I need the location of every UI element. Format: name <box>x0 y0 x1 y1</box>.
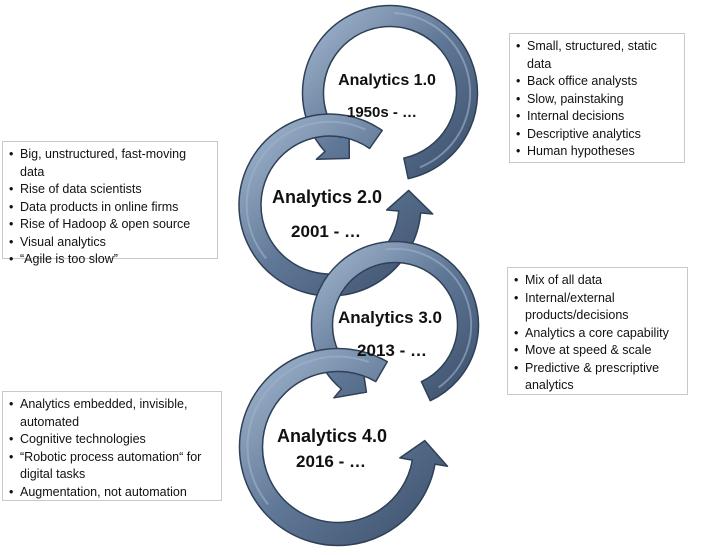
era-2-bullet: Data products in online firms <box>9 199 211 217</box>
era-1-bullet: Back office analysts <box>516 73 678 91</box>
era-4-bullet: Cognitive technologies <box>9 431 215 449</box>
era-1-characteristics-box: Small, structured, static data Back offi… <box>509 33 685 163</box>
arrow-2-highlight <box>245 120 366 260</box>
era-1-bullet: Descriptive analytics <box>516 126 678 144</box>
era-3-characteristics-box: Mix of all data Internal/external produc… <box>507 267 688 395</box>
era-1-title: Analytics 1.0 <box>338 72 436 89</box>
era-2-bullet: Rise of data scientists <box>9 181 211 199</box>
arrow-3 <box>310 240 480 402</box>
era-2-bullet: “Agile is too slow” <box>9 251 211 269</box>
curved-arrows <box>238 4 480 547</box>
era-1-years: 1950s - … <box>346 104 418 121</box>
era-3-title: Analytics 3.0 <box>338 308 442 327</box>
era-2-characteristics-box: Big, unstructured, fast-moving data Rise… <box>2 141 218 268</box>
arrow-1 <box>301 4 479 180</box>
era-3-bullet: Internal/external products/decisions <box>514 290 681 325</box>
era-3-bullet: Predictive & prescriptive analytics <box>514 360 681 395</box>
arrow-3-highlight <box>385 247 473 389</box>
era-2-bullet: Rise of Hadoop & open source <box>9 216 211 234</box>
era-1-bullet: Small, structured, static data <box>516 38 678 73</box>
era-4-bullet: Analytics embedded, invisible, automated <box>9 396 215 431</box>
era-4-bullet: Augmentation, not automation <box>9 484 215 502</box>
era-4-characteristics-box: Analytics embedded, invisible, automated… <box>2 391 222 501</box>
era-3-bullet: Move at speed & scale <box>514 342 681 360</box>
era-1-bullet: Internal decisions <box>516 108 678 126</box>
arrow-1-highlight <box>394 11 472 169</box>
era-2-bullet: Visual analytics <box>9 234 211 252</box>
era-4-title: Analytics 4.0 <box>276 426 388 446</box>
arrow-4 <box>238 347 449 547</box>
era-2-title: Analytics 2.0 <box>271 187 383 207</box>
era-2-years: 2001 - … <box>291 222 361 241</box>
era-3-bullet: Mix of all data <box>514 272 681 290</box>
era-3-bullet: Analytics a core capability <box>514 325 681 343</box>
era-4-years: 2016 - … <box>296 452 366 471</box>
era-2-bullet: Big, unstructured, fast-moving data <box>9 146 211 181</box>
era-1-bullet: Slow, painstaking <box>516 91 678 109</box>
era-3-years: 2013 - … <box>357 341 427 360</box>
era-4-bullet: “Robotic process automation“ for digital… <box>9 449 215 484</box>
era-1-bullet: Human hypotheses <box>516 143 678 161</box>
arrow-4-highlight <box>246 355 370 506</box>
